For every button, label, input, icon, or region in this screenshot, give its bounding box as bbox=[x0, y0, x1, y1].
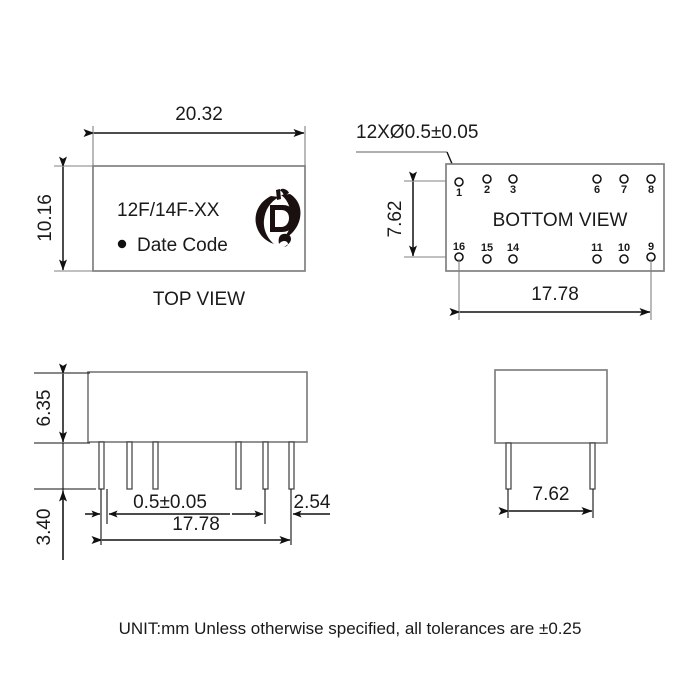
side-view-pin bbox=[288, 441, 295, 490]
bottom-view-span-value: 17.78 bbox=[531, 284, 579, 305]
pin-label: 6 bbox=[594, 184, 600, 196]
end-view-pin-right bbox=[589, 442, 596, 490]
bottom-view-pin-row-top: 1 2 3 6 7 8 bbox=[454, 174, 656, 199]
pin-label: 3 bbox=[510, 184, 516, 196]
pin-label: 11 bbox=[591, 242, 603, 254]
pin-hole bbox=[619, 174, 629, 184]
top-view-body-outline bbox=[92, 165, 306, 272]
bottom-view-group: 12XØ0.5±0.05 7.62 1 2 3 6 7 8 BOTTOM VIE… bbox=[356, 122, 665, 320]
hole-callout-text: 12XØ0.5±0.05 bbox=[356, 122, 478, 143]
pin-hole bbox=[619, 254, 629, 264]
side-view-pin bbox=[262, 441, 269, 490]
pin-label: 8 bbox=[648, 184, 654, 196]
top-view-group: 20.32 10.16 12F/14F-XX Date Code TOP VIE… bbox=[35, 104, 306, 310]
pin-label: 15 bbox=[481, 242, 493, 254]
side-view-pins bbox=[98, 441, 295, 490]
bottom-view-row-spacing-value: 7.62 bbox=[385, 201, 406, 238]
top-view-date-code-label: Date Code bbox=[137, 235, 228, 256]
pin-hole bbox=[454, 177, 464, 187]
date-code-dot-icon bbox=[117, 239, 127, 249]
end-view-group: 7.62 bbox=[494, 369, 608, 518]
pin-hole bbox=[592, 254, 602, 264]
pin-label: 2 bbox=[484, 184, 490, 196]
pin-hole bbox=[508, 254, 518, 264]
pin-label: 16 bbox=[453, 241, 465, 253]
side-view-body-outline bbox=[87, 371, 308, 443]
side-view-pin bbox=[152, 441, 159, 490]
side-view-body-height-value: 6.35 bbox=[34, 390, 55, 427]
side-view-pin bbox=[98, 441, 105, 490]
manufacturer-logo-icon bbox=[255, 188, 301, 247]
footer-note: UNIT:mm Unless otherwise specified, all … bbox=[119, 619, 582, 638]
pin-hole bbox=[482, 174, 492, 184]
pin-label: 1 bbox=[456, 187, 462, 199]
bottom-view-pin-row-bottom: 16 15 14 11 10 9 bbox=[453, 241, 656, 264]
top-view-width-value: 20.32 bbox=[175, 104, 223, 125]
end-view-spacing-value: 7.62 bbox=[533, 484, 570, 505]
pin-hole bbox=[592, 174, 602, 184]
pin-label: 10 bbox=[618, 242, 630, 254]
top-view-label: TOP VIEW bbox=[153, 289, 245, 310]
pin-hole bbox=[508, 174, 518, 184]
pin-label: 9 bbox=[648, 241, 654, 253]
end-view-pin-left bbox=[505, 442, 512, 490]
top-view-part-marking: 12F/14F-XX bbox=[117, 200, 220, 221]
pin-label: 7 bbox=[621, 184, 627, 196]
side-view-pin bbox=[126, 441, 133, 490]
side-view-pin bbox=[235, 441, 242, 490]
side-view-pin-length-value: 3.40 bbox=[34, 509, 55, 546]
pin-label: 14 bbox=[507, 242, 520, 254]
pin-hole bbox=[482, 254, 492, 264]
end-view-body-outline bbox=[494, 369, 608, 444]
pin-hole bbox=[646, 174, 656, 184]
pin-diameter-value: 0.5±0.05 bbox=[133, 492, 207, 513]
bottom-view-label: BOTTOM VIEW bbox=[493, 210, 628, 231]
top-view-height-value: 10.16 bbox=[35, 194, 56, 242]
side-view-group: 6.35 3.40 0.5±0.05 2.54 17.78 bbox=[34, 363, 331, 560]
side-view-span-value: 17.78 bbox=[172, 514, 220, 535]
pin-pitch-value: 2.54 bbox=[294, 492, 331, 513]
